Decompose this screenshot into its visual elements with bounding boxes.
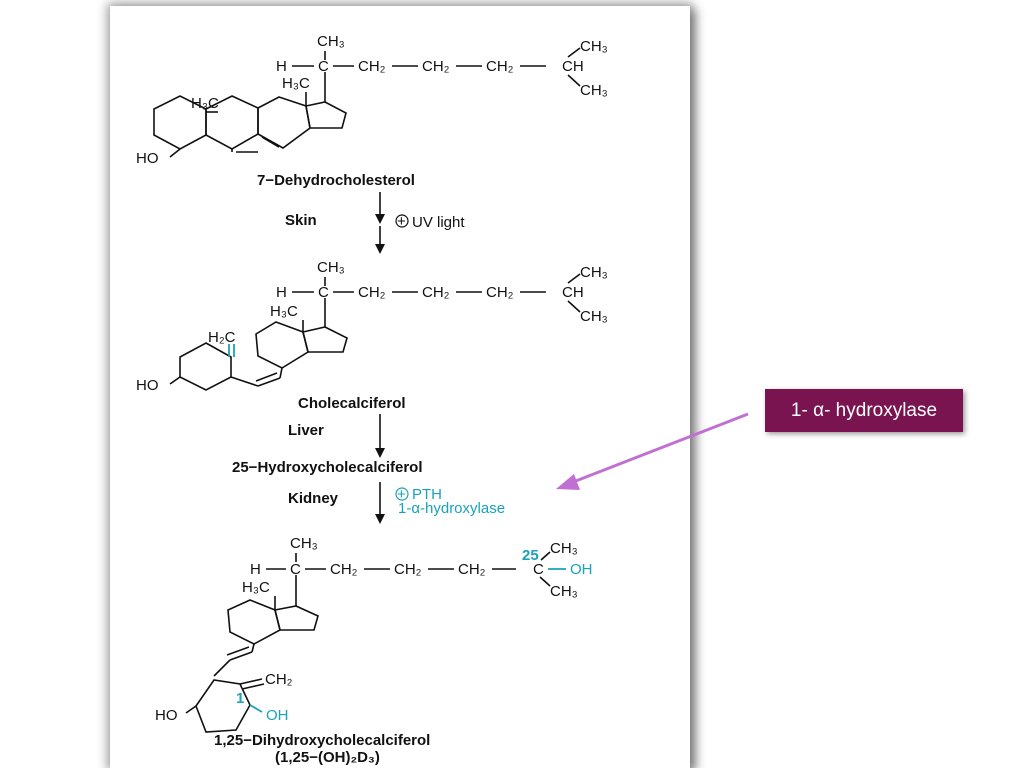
plus-sign: + <box>397 486 406 503</box>
compound-abbreviation: (1,25−(OH)₂D₃) <box>275 749 380 766</box>
methylene-label: CH₂ <box>486 58 514 75</box>
carbon-label: C <box>318 284 329 301</box>
methylene-label: CH₂ <box>330 561 358 578</box>
position-25-label: 25 <box>522 547 539 564</box>
angular-methyl-label: H₃C <box>282 75 310 92</box>
methylene-label: CH₂ <box>394 561 422 578</box>
activator-pth: PTH <box>412 486 442 503</box>
organ-label-kidney: Kidney <box>288 490 339 507</box>
hydrogen-label: H <box>250 561 261 578</box>
compound-name-25-hydroxycholecalciferol: 25−Hydroxycholecalciferol <box>232 459 423 476</box>
organ-label-liver: Liver <box>288 422 324 439</box>
methylene-label: CH₂ <box>486 284 514 301</box>
methylene-label: CH₂ <box>422 284 450 301</box>
hydroxyl-label: HO <box>136 377 159 394</box>
callout-label: 1- α- hydroxylase <box>790 399 938 421</box>
methylene-label: CH₂ <box>358 58 386 75</box>
hydroxyl-label: HO <box>155 707 178 724</box>
plus-sign: + <box>397 213 406 230</box>
angular-methyl-label: H₃C <box>242 579 270 596</box>
step-liver: Liver <box>288 414 385 458</box>
step-kidney: Kidney + PTH 1-α-hydroxylase <box>288 482 505 524</box>
methyl-label: CH₃ <box>317 259 345 276</box>
methine-label: CH <box>562 58 584 75</box>
enzyme-1-alpha-hydroxylase: 1-α-hydroxylase <box>398 500 505 517</box>
methyl-label: CH₃ <box>580 38 608 55</box>
hydrogen-label: H <box>276 58 287 75</box>
hydroxyl-1-label: OH <box>266 707 289 724</box>
callout-arrow <box>556 412 749 490</box>
structure-7-dehydrocholesterol: CH₃ H C CH₂ CH₂ CH₂ CH CH₃ CH₃ H₃C H₃C H… <box>136 33 608 189</box>
methylene-label: CH₂ <box>458 561 486 578</box>
compound-name-7-dehydrocholesterol: 7−Dehydrocholesterol <box>257 172 415 189</box>
carbon-label: C <box>533 561 544 578</box>
hydrogen-label: H <box>276 284 287 301</box>
arrowhead-icon <box>556 474 580 490</box>
methyl-label: CH₃ <box>290 535 318 552</box>
structure-cholecalciferol: CH₃ H C CH₂ CH₂ CH₂ CH CH₃ CH₃ H₃C H₂C H… <box>136 259 608 412</box>
methine-label: CH <box>562 284 584 301</box>
angular-methyl-label: H₃C <box>270 303 298 320</box>
methylene-label: CH₂ <box>358 284 386 301</box>
plus-circle-icon <box>395 487 409 501</box>
enzyme-callout-box: 1- α- hydroxylase <box>765 389 963 432</box>
position-1-label: 1 <box>236 690 244 707</box>
methyl-label: CH₃ <box>580 264 608 281</box>
compound-name-cholecalciferol: Cholecalciferol <box>298 395 406 412</box>
methylene-label: CH₂ <box>422 58 450 75</box>
carbon-label: C <box>318 58 329 75</box>
methyl-label: CH₃ <box>580 82 608 99</box>
methylene-label: CH₂ <box>265 671 293 688</box>
hydroxyl-25-label: OH <box>570 561 593 578</box>
methyl-label: CH₃ <box>550 583 578 600</box>
plus-circle-icon <box>395 214 409 228</box>
methyl-label: CH₃ <box>550 540 578 557</box>
organ-label-skin: Skin <box>285 212 317 229</box>
structure-calcitriol: CH₃ H C CH₂ CH₂ CH₂ 25 C CH₃ OH CH₃ H₃C … <box>155 535 593 766</box>
step-skin: Skin + UV light <box>285 192 465 254</box>
methyl-label: CH₃ <box>580 308 608 325</box>
compound-name-calcitriol: 1,25−Dihydroxycholecalciferol <box>214 732 430 749</box>
activator-uv-light: UV light <box>412 214 465 231</box>
methyl-label: CH₃ <box>317 33 345 50</box>
hydroxyl-label: HO <box>136 150 159 167</box>
methylene-label: H₂C <box>208 329 236 346</box>
angular-methyl-label: H₃C <box>191 95 219 112</box>
carbon-label: C <box>290 561 301 578</box>
